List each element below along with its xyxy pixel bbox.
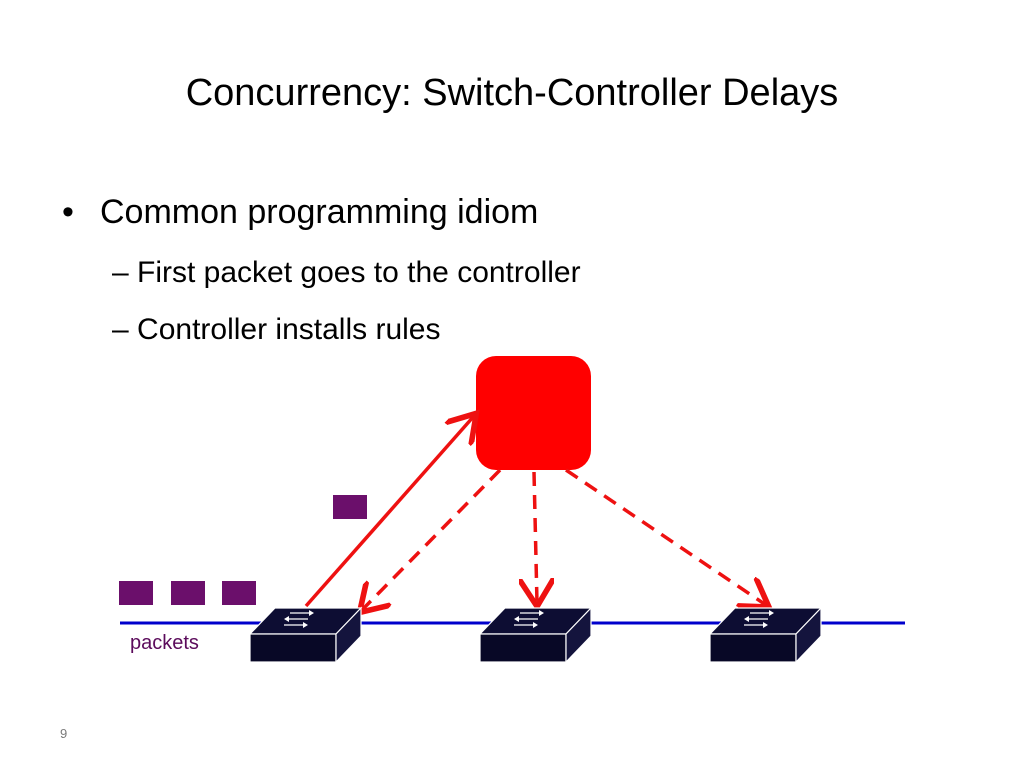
controller-box — [476, 356, 591, 470]
packet-to-controller — [333, 495, 367, 519]
sub-dash: – — [112, 313, 129, 346]
sub-dash: – — [112, 256, 129, 289]
slide-title: Concurrency: Switch-Controller Delays — [185, 72, 839, 114]
bullet-item: • Common programming idiom — [62, 193, 538, 232]
switch-1-icon — [248, 606, 363, 664]
packets-label: packets — [130, 632, 199, 654]
rule-install-arrow-switch-2 — [534, 471, 537, 603]
rule-install-arrow-switch-1 — [362, 468, 502, 610]
switch-3-icon — [708, 606, 823, 664]
page-number: 9 — [60, 726, 68, 741]
sub-text: Controller installs rules — [137, 313, 441, 346]
sub-item-first-packet: – First packet goes to the controller — [112, 256, 581, 290]
switch-2-icon — [478, 606, 593, 664]
sub-item-installs-rules: – Controller installs rules — [112, 313, 440, 347]
packet-to-controller-arrow — [304, 416, 474, 608]
bullet-text: Common programming idiom — [100, 193, 539, 231]
packet — [222, 581, 256, 605]
packet — [119, 581, 153, 605]
bullet-symbol: • — [62, 193, 74, 231]
rule-install-arrow-switch-3 — [565, 468, 766, 605]
packet — [171, 581, 205, 605]
sub-text: First packet goes to the controller — [137, 256, 581, 289]
